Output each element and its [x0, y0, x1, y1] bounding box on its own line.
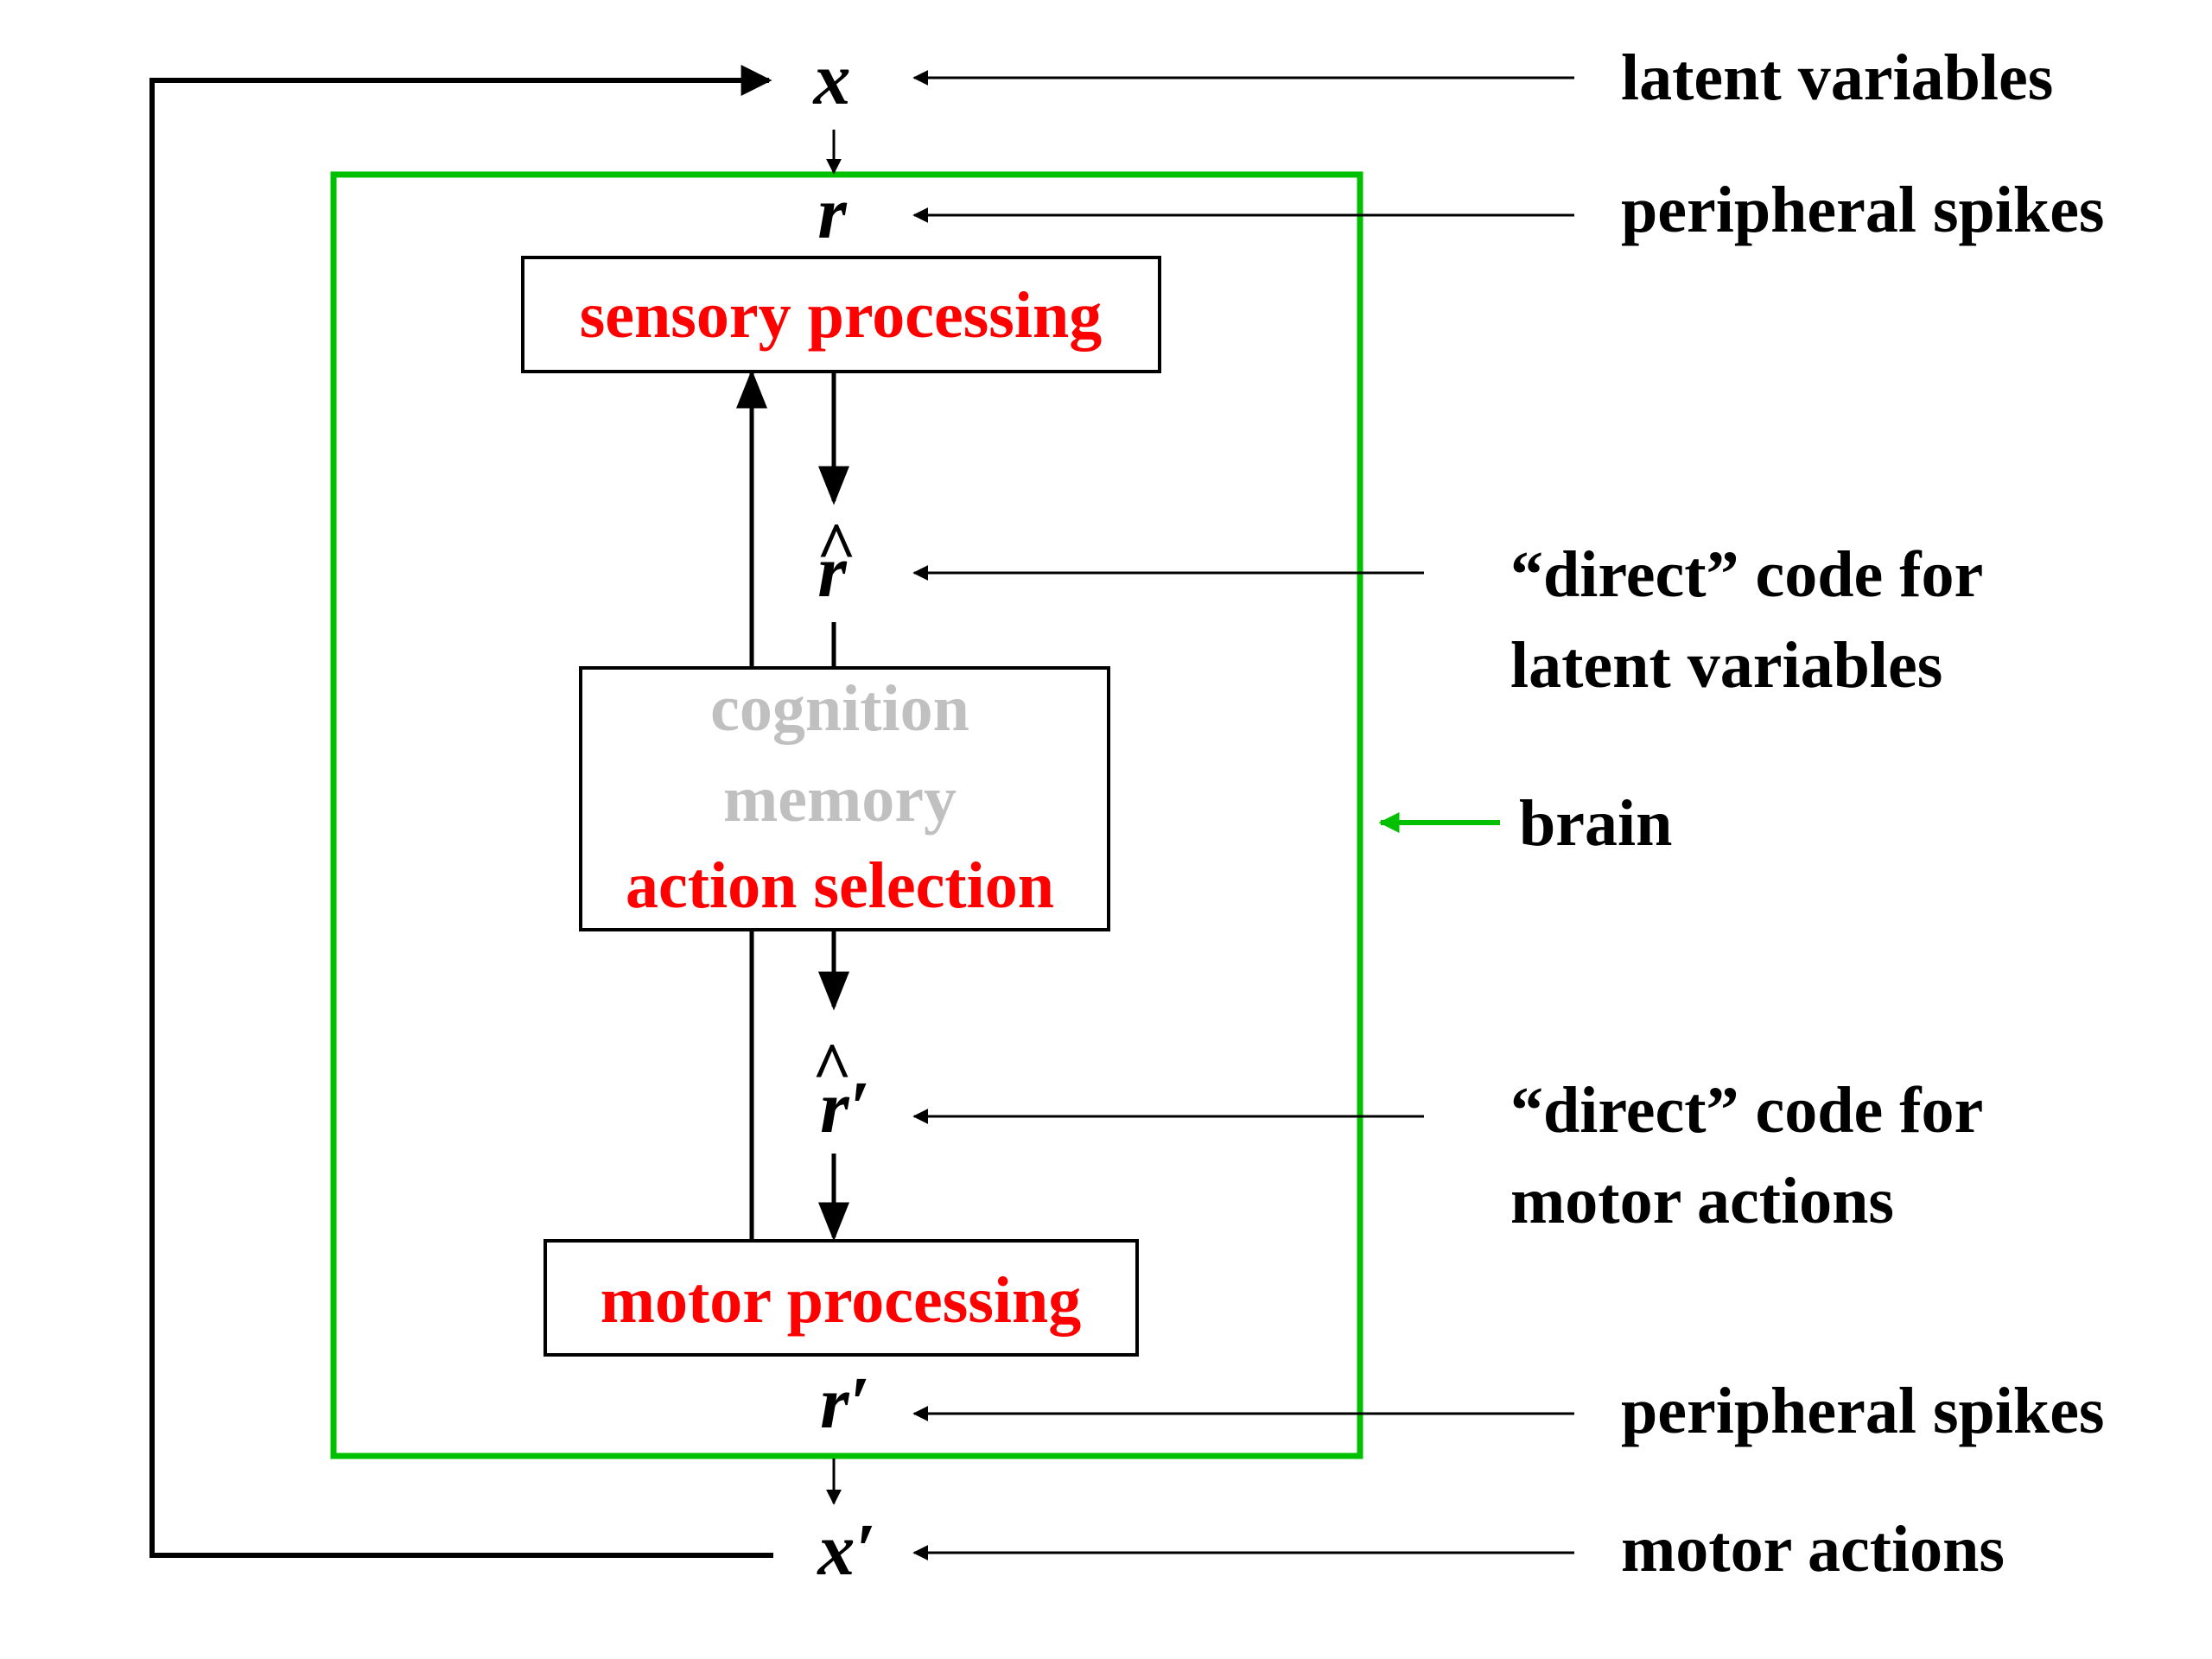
var-r: r: [817, 171, 848, 254]
hat-symbol: ^: [817, 510, 856, 586]
motor-processing-label: motor processing: [601, 1264, 1082, 1337]
label-peripheral-spikes-out: peripheral spikes: [1621, 1375, 2105, 1447]
sensory-processing-label: sensory processing: [580, 279, 1103, 352]
feedback-line: [149, 65, 773, 1558]
var-x: x: [812, 37, 851, 120]
label-latent-variables: latent variables: [1621, 41, 2053, 114]
action-selection-label: action selection: [626, 849, 1054, 922]
cognition-box: [579, 666, 1110, 931]
label-direct-latent-line1: “direct” code for: [1510, 538, 1983, 611]
var-x-prime: x′: [816, 1508, 875, 1591]
var-r-hat: r: [817, 530, 848, 613]
label-brain: brain: [1519, 787, 1672, 860]
label-motor-actions: motor actions: [1621, 1513, 2005, 1586]
label-peripheral-spikes-in: peripheral spikes: [1621, 174, 2105, 246]
var-r-hat-prime: r′: [820, 1065, 870, 1148]
memory-label: memory: [723, 763, 957, 836]
label-direct-motor-line1: “direct” code for: [1510, 1074, 1983, 1147]
label-direct-motor-line2: motor actions: [1510, 1165, 1894, 1237]
sensory-processing-box: [521, 256, 1161, 373]
brain-boundary: [330, 171, 1363, 1459]
cognition-label: cognition: [710, 672, 969, 745]
hat-symbol-prime: ^: [812, 1030, 852, 1106]
motor-processing-box: [543, 1239, 1139, 1357]
label-direct-latent-line2: latent variables: [1510, 629, 1942, 702]
feedback-loop: [149, 65, 773, 1558]
var-r-prime: r′: [820, 1361, 870, 1444]
